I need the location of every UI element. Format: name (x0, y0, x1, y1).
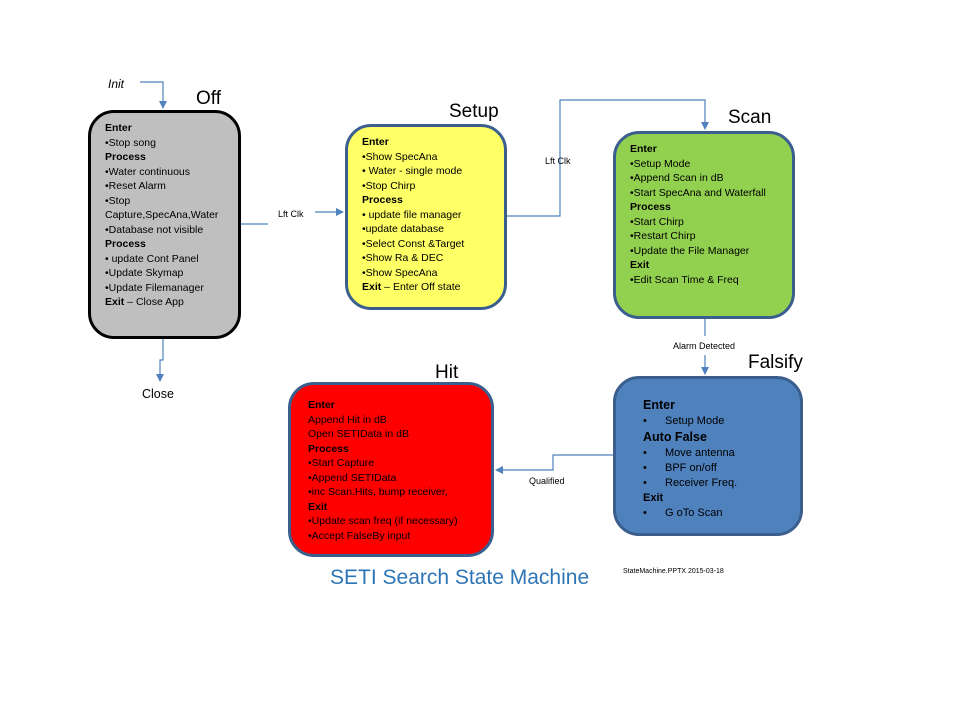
item-text: Receiver Freq. (665, 477, 738, 489)
off-to-close-arrow (156, 339, 164, 382)
state-action-item: • BPF on/off (643, 461, 790, 476)
section-header: Enter (643, 398, 675, 412)
state-action-item: • update Cont Panel (105, 252, 199, 265)
state-action-item: • Receiver Freq. (643, 476, 790, 491)
off-to-setup-label: Lft Clk (278, 209, 304, 219)
state-action-item: • Setup Mode (643, 414, 790, 429)
state-action-item: • G oTo Scan (643, 506, 790, 521)
section-header: Enter (308, 399, 335, 411)
state-action-item: •Start Capture (308, 457, 375, 469)
state-action-item: •Update the File Manager (630, 244, 750, 257)
item-text: Setup Mode (665, 415, 725, 427)
section-header: Exit (630, 259, 650, 271)
state-action-item: • update file manager (362, 208, 462, 221)
state-action-item: •Reset Alarm (105, 180, 166, 192)
bullet-icon: • (643, 477, 647, 489)
state-action-item: •Show Ra & DEC (362, 252, 444, 264)
state-action-item: •Start Chirp (630, 215, 684, 228)
file-note: StateMachine.PPTX 2015-03-18 (623, 568, 724, 575)
section-header: Exit (643, 492, 664, 504)
state-action-item: •Restart Chirp (630, 230, 696, 242)
off-state-title: Off (196, 88, 221, 109)
state-action-item: Append Hit in dB (308, 413, 387, 426)
exit-action: – Close App (124, 296, 184, 308)
close-label: Close (142, 387, 174, 401)
state-action-item: •Update Skymap (105, 267, 184, 279)
item-text: BPF on/off (665, 462, 717, 474)
section-header: Enter (362, 136, 389, 148)
diagram-title: SETI Search State Machine (330, 566, 590, 589)
state-action-item: • Move antenna (643, 446, 790, 461)
state-action-item: Open SETIData in dB (308, 428, 409, 440)
hit-state-title: Hit (435, 362, 459, 383)
item-text: G oTo Scan (665, 507, 723, 519)
setup-to-scan-label: Lft Clk (545, 156, 571, 166)
state-action-item: •Edit Scan Time & Freq (630, 273, 739, 286)
state-action-item: •Stop (105, 194, 131, 207)
exit-prefix: Exit (362, 281, 382, 293)
section-header: Auto False (643, 430, 707, 444)
state-action-item: •Water continuous (105, 165, 190, 178)
state-action-item: •update database (362, 223, 444, 235)
state-action-item: •Update Filemanager (105, 281, 204, 294)
state-action-item: Exit – Close App (105, 295, 228, 310)
state-action-item: •inc Scan.Hits, bump receiver, (308, 486, 448, 498)
bullet-icon: • (643, 462, 647, 474)
item-text: Move antenna (665, 447, 735, 459)
scan-state-title: Scan (728, 107, 772, 128)
state-action-item: •Show SpecAna (362, 150, 438, 163)
state-action-item: •Stop Chirp (362, 179, 416, 192)
bullet-icon: • (643, 507, 647, 519)
section-header: Enter (105, 122, 132, 134)
setup-state-title: Setup (449, 101, 499, 122)
setup-state-box: Enter •Show SpecAna • Water - single mode •… (345, 124, 507, 310)
state-action-item: •Select Const &Target (362, 237, 465, 250)
state-action-item: •Append Scan in dB (630, 172, 724, 184)
scan-to-falsify-label: Alarm Detected (673, 341, 736, 351)
section-header: Exit (308, 500, 328, 513)
section-header: Process (105, 151, 146, 163)
bullet-icon: • (643, 415, 647, 427)
exit-prefix: Exit (105, 296, 125, 308)
scan-state-box: Enter •Setup Mode •Append Scan in dB •Start… (613, 131, 795, 319)
state-action-item: •Accept FalseBy input (308, 529, 411, 542)
state-action-item: • Water - single mode (362, 165, 463, 177)
state-action-item: •Show SpecAna (362, 266, 438, 279)
bullet-icon: • (643, 447, 647, 459)
init-label: Init (108, 77, 125, 91)
section-header: Process (630, 201, 671, 213)
falsify-to-hit-arrow (495, 454, 613, 474)
state-action-item: •Append SETIData (308, 471, 397, 484)
init-arrow (140, 81, 167, 109)
state-action-item: •Setup Mode (630, 157, 691, 170)
section-header: Process (308, 442, 349, 455)
section-header: Process (362, 194, 403, 206)
falsify-to-hit-label: Qualified (529, 476, 565, 486)
state-action-item: •Database not visible (105, 223, 204, 236)
state-action-item: Exit – Enter Off state (362, 280, 494, 295)
section-header: Enter (630, 143, 657, 155)
state-action-item: Capture,SpecAna,Water (105, 209, 219, 221)
state-action-item: •Stop song (105, 136, 156, 149)
state-action-item: •Update scan freq (if necessary) (308, 515, 458, 527)
state-action-item: •Start SpecAna and Waterfall (630, 186, 766, 199)
falsify-state-title: Falsify (748, 352, 803, 373)
section-header: Process (105, 238, 146, 250)
exit-action: – Enter Off state (381, 281, 461, 293)
